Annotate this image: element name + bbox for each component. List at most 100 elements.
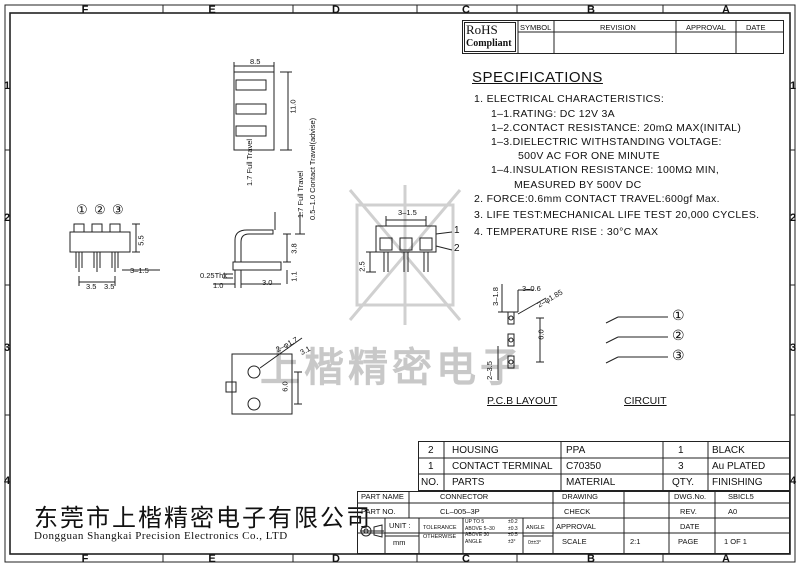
scale-label: SCALE: [562, 537, 587, 546]
dim-pcb-235: 2–3.5: [484, 361, 494, 380]
projection-symbol-icon: [360, 524, 384, 538]
zone-label-left-4: 4: [3, 475, 11, 487]
dim-mid-315: 3–1.5: [398, 208, 417, 217]
front-pin-3-marker: ③: [112, 202, 124, 217]
dim-mid-25: 2.5: [357, 261, 367, 272]
front-pin-2-marker: ②: [94, 202, 106, 217]
dim-bottom-60: 6.0: [280, 381, 290, 392]
tolerance-label: TOLERANCE: [423, 525, 457, 531]
company-name-cn: 东莞市上楷精密电子有限公司: [34, 504, 372, 532]
watermark-text: 上楷精密电子: [260, 346, 524, 390]
pcb-layout-label: P.C.B LAYOUT: [487, 395, 558, 407]
dwg-no-label: DWG.No.: [674, 492, 707, 501]
zone-label-bottom-d: D: [332, 553, 340, 565]
dim-side-11: 1.1: [289, 271, 299, 282]
side-view-drawing: [213, 212, 305, 288]
zone-label-top-d: D: [332, 4, 340, 16]
zone-label-right-1: 1: [789, 80, 797, 92]
dim-pcb-306: 3–0.6: [522, 284, 541, 293]
title-block-grid: [357, 491, 790, 554]
dim-side-30: 3.0: [262, 278, 273, 287]
zone-label-top-e: E: [208, 4, 216, 16]
parts-table-grid: [418, 441, 790, 491]
rev-value: A0: [728, 507, 738, 516]
tolerance-value-4: ±3°: [508, 538, 516, 545]
tolerance-ranges: UP TO 5 ABOVE 5–30 ABOVE 30 ANGLE: [465, 519, 495, 545]
rev-col-date: DATE: [746, 23, 766, 32]
drawing-label: DRAWING: [562, 492, 598, 501]
circuit-pin-3: ③: [672, 347, 685, 363]
spec-line-3: 1–2.CONTACT RESISTANCE: 20mΩ MAX(INITAL): [491, 122, 742, 134]
dim-full-travel: 1.7 Full Travel: [245, 138, 254, 186]
circuit-pin-1: ①: [672, 307, 685, 323]
part-no-value: CL–005–3P: [440, 507, 480, 516]
circuit-drawing: [605, 316, 668, 364]
date-label: DATE: [680, 522, 700, 531]
spec-line-10: 4. TEMPERATURE RISE : 30°C MAX: [474, 226, 659, 238]
front-view-drawing: [69, 223, 160, 286]
tolerance-range-3: ABOVE 30: [465, 532, 490, 538]
spec-line-4: 1–3.DIELECTRIC WITHSTANDING VOLTAGE:: [491, 136, 722, 148]
mid-view-drawing: [366, 216, 453, 273]
spec-line-1: 1. ELECTRICAL CHARACTERISTICS:: [474, 93, 665, 105]
parts-header-material: MATERIAL: [566, 477, 616, 488]
tolerance-values: ±0.2 ±0.3 ±0.5 ±3°: [508, 519, 518, 545]
scale-value: 2:1: [630, 537, 641, 546]
parts-header-finishing: FINISHING: [712, 477, 763, 488]
tolerance-range-2: ABOVE 5–30: [465, 525, 495, 532]
company-name-en: Dongguan Shangkai Precision Electronics …: [34, 530, 288, 542]
tolerance-range-4: ANGLE: [465, 538, 482, 545]
spec-line-7: MEASURED BY 500V DC: [514, 179, 642, 191]
tolerance-range-1: UP TO 5: [465, 519, 485, 525]
dim-side-10: 1.0: [213, 281, 224, 290]
zone-label-right-4: 4: [789, 475, 797, 487]
spec-line-9: 3. LIFE TEST:MECHANICAL LIFE TEST 20,000…: [474, 209, 760, 221]
zone-label-bottom-b: B: [587, 553, 595, 565]
zone-label-right-2: 2: [789, 212, 797, 224]
page-value: 1 OF 1: [724, 537, 747, 546]
zone-label-left-2: 2: [3, 212, 11, 224]
dim-thk: 0.25Thk: [200, 271, 228, 280]
dim-pcb-318: 3–1.8: [490, 287, 500, 306]
zone-label-bottom-f: F: [81, 553, 89, 565]
tolerance-value-1: ±0.2: [508, 519, 518, 525]
zone-label-top-f: F: [81, 4, 89, 16]
mid-pin-1-label: 1: [454, 225, 460, 236]
rev-col-symbol: SYMBOL: [520, 23, 552, 32]
part-no-label: PART NO.: [361, 507, 396, 516]
parts-row-2-qty: 3: [678, 461, 684, 472]
parts-row-2-no: 1: [428, 461, 434, 472]
rev-col-revision: REVISION: [600, 23, 636, 32]
dim-travel-label-1: 1.7 Full Travel: [296, 170, 305, 218]
parts-header-no: NO.: [421, 477, 439, 488]
dim-pcb-60: 6.0: [536, 329, 546, 340]
circuit-label: CIRCUIT: [624, 395, 667, 407]
unit-value: mm: [393, 538, 406, 547]
dim-front-55: 5.5: [136, 235, 146, 246]
tolerance-value-3: ±0.5: [508, 532, 518, 538]
zone-label-bottom-c: C: [462, 553, 470, 565]
spec-line-2: 1–1.RATING: DC 12V 3A: [491, 108, 615, 120]
circuit-pin-2: ②: [672, 327, 685, 343]
parts-row-1-part: HOUSING: [452, 445, 499, 456]
dim-top-width: 8.5: [250, 57, 261, 66]
dim-front-315: 3–1.5: [130, 266, 149, 275]
dim-top-height: 11.0: [288, 99, 298, 114]
spec-line-6: 1–4.INSULATION RESISTANCE: 100MΩ MIN,: [491, 164, 720, 176]
part-name-label: PART NAME: [361, 492, 404, 501]
tolerance-value-2: ±0.3: [508, 525, 518, 532]
watermark-logo: [348, 185, 462, 325]
parts-row-2-finishing: Au PLATED: [712, 461, 766, 472]
parts-row-1-finishing: BLACK: [712, 445, 745, 456]
dim-side-38: 3.8: [289, 243, 299, 254]
part-name-value: CONNECTOR: [440, 492, 489, 501]
revision-table: [462, 20, 784, 54]
rev-col-approval: APPROVAL: [686, 23, 726, 32]
zone-label-top-b: B: [587, 4, 595, 16]
zone-label-top-a: A: [722, 4, 730, 16]
zone-label-bottom-a: A: [722, 553, 730, 565]
parts-header-qty: QTY.: [672, 477, 695, 488]
front-pin-1-marker: ①: [76, 202, 88, 217]
zone-label-top-c: C: [462, 4, 470, 16]
